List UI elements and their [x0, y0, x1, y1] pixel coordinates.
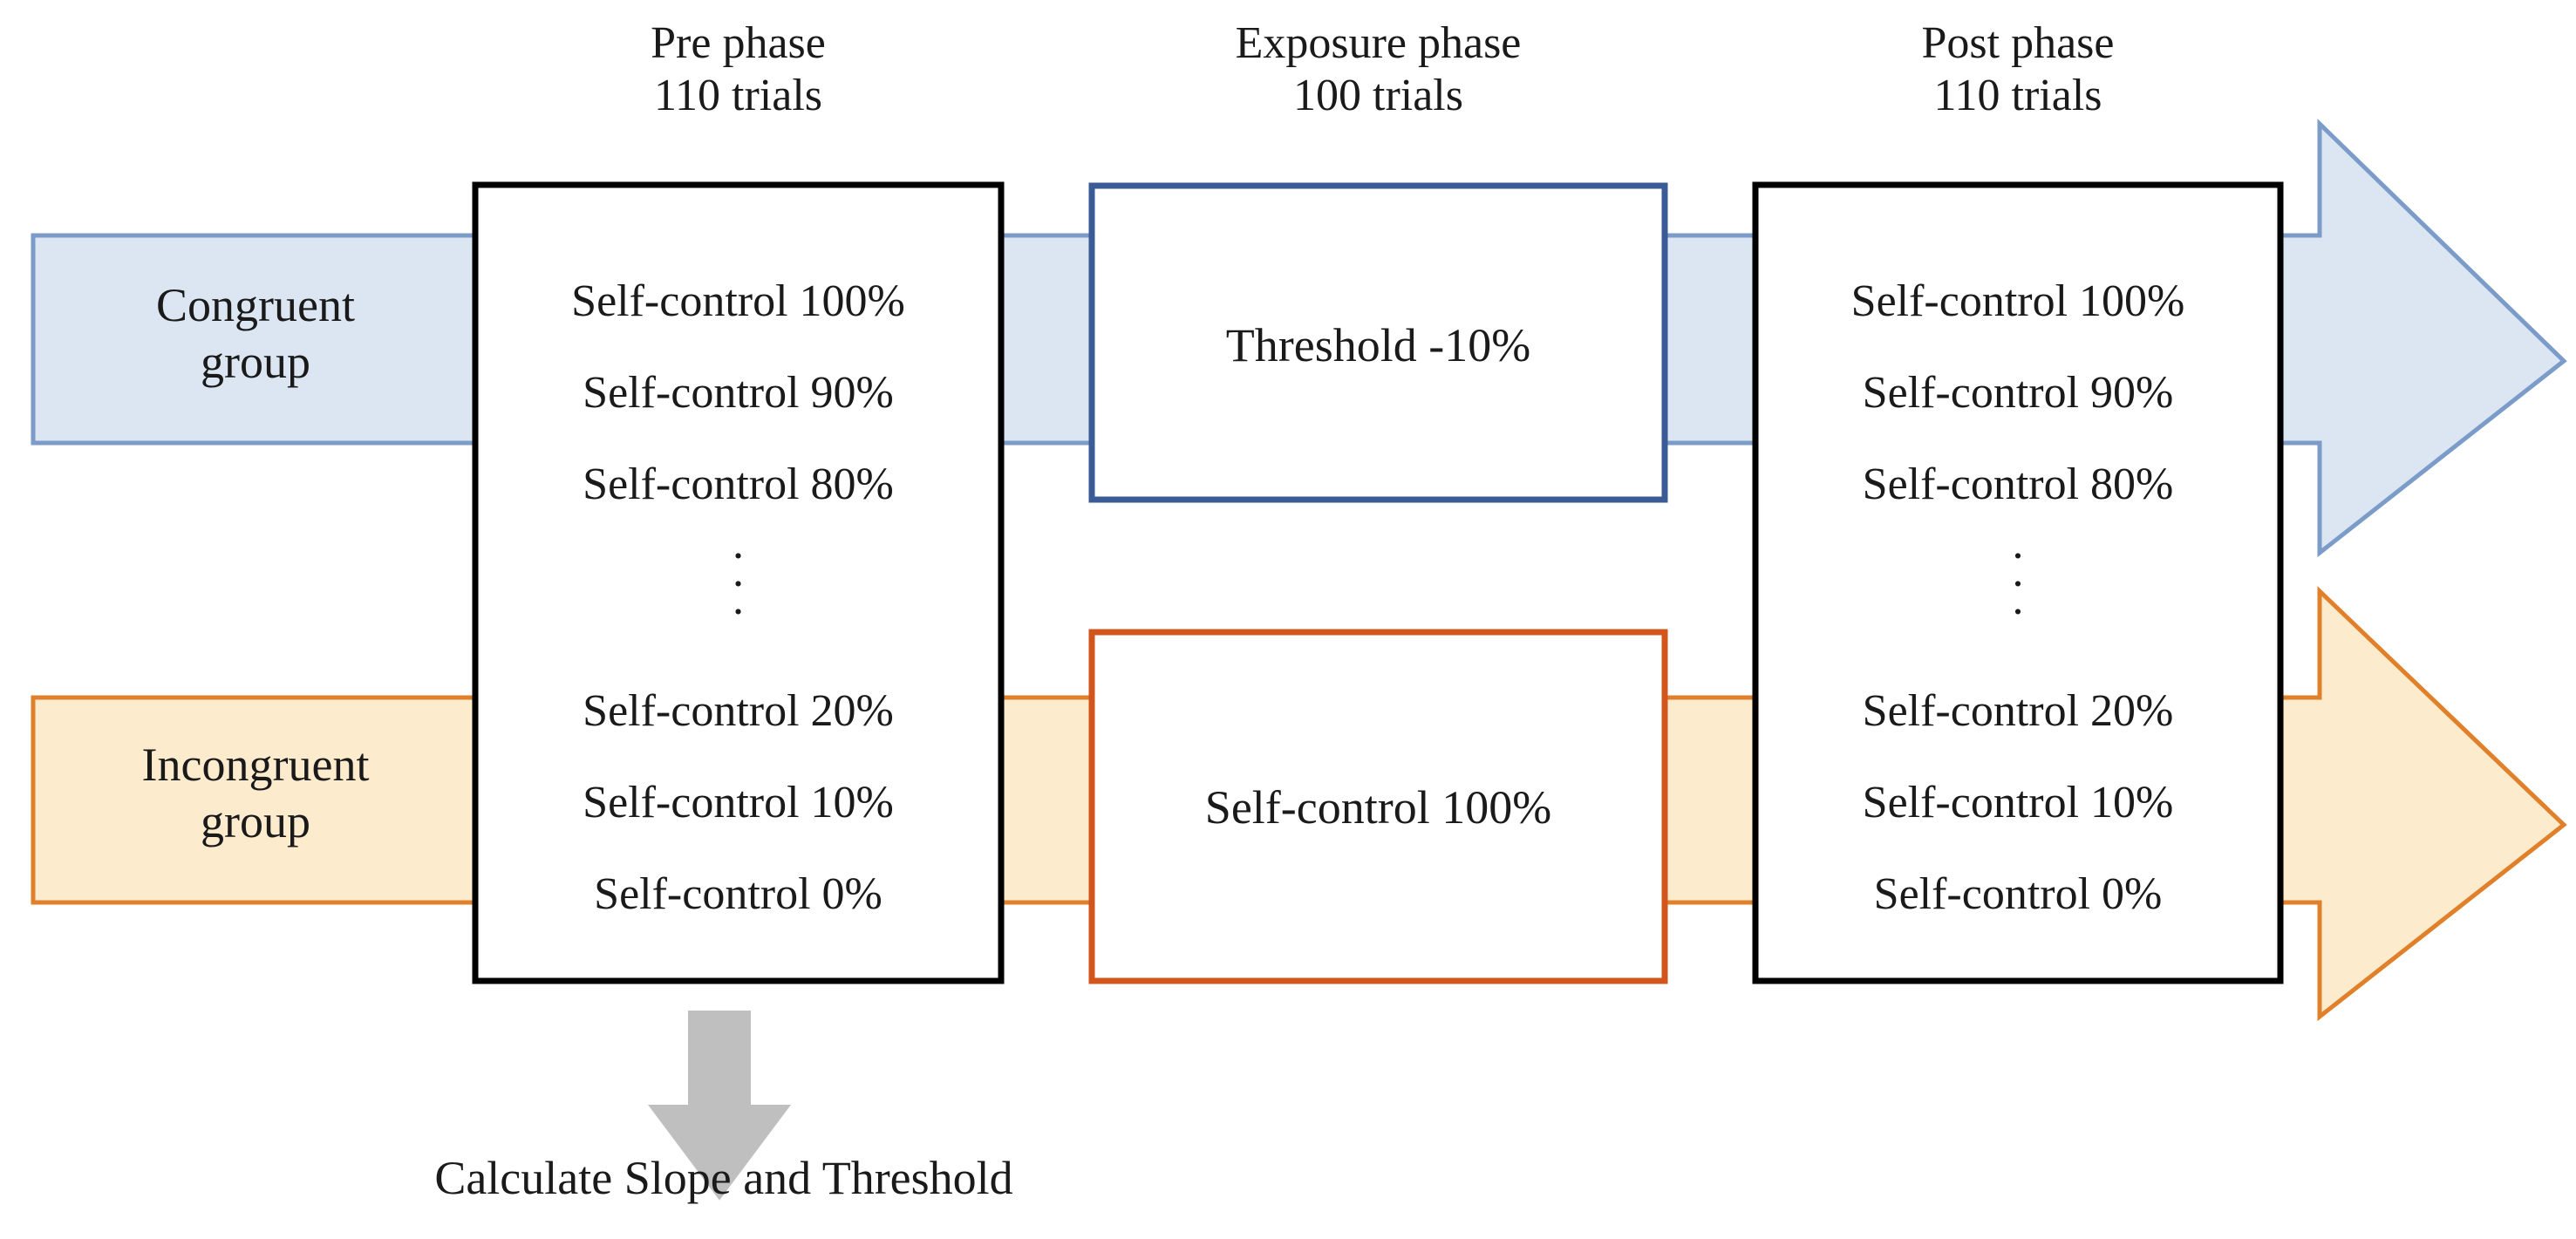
pre-list-item-1: Self-control 90% [583, 368, 894, 418]
post-ellipsis-dot-1: . [2012, 547, 2024, 597]
phase-header-pre-trials: 110 trials [653, 71, 823, 121]
post-list-item-2: Self-control 80% [1862, 460, 2174, 509]
group-label-congruent-line2: group [201, 335, 310, 388]
post-list-item-5: Self-control 0% [1873, 869, 2163, 919]
pre-ellipsis-dot-1: . [733, 547, 744, 597]
post-list-item-3: Self-control 20% [1862, 686, 2174, 736]
pre-list-item-0: Self-control 100% [571, 276, 905, 326]
pre-ellipsis-dot-2: . [733, 575, 744, 625]
phase-header-pre: Pre phase 110 trials [475, 17, 1001, 123]
group-label-congruent: Congruent group [33, 277, 478, 391]
exposure-box-congruent [1088, 182, 1668, 503]
post-ellipsis-dot-2: . [2012, 575, 2024, 625]
down-arrow-icon [648, 1011, 791, 1201]
congruent-group-plate [31, 233, 480, 446]
pre-list-item-5: Self-control 0% [594, 869, 883, 919]
pre-phase-box [472, 181, 1005, 984]
pre-ellipsis-dot-0: . [733, 519, 744, 568]
phase-header-pre-title: Pre phase [651, 18, 826, 68]
phase-header-exposure-trials: 100 trials [1293, 71, 1463, 121]
exposure-box-incongruent [1088, 629, 1668, 984]
phase-header-post-trials: 110 trials [1933, 71, 2102, 121]
post-list-item-0: Self-control 100% [1850, 276, 2185, 326]
group-label-congruent-line1: Congruent [156, 279, 355, 331]
exposure-text-incongruent: Self-control 100% [1204, 781, 1552, 834]
post-phase-box [1752, 181, 2284, 984]
phase-header-post: Post phase 110 trials [1755, 17, 2280, 123]
pre-list-item-4: Self-control 10% [583, 778, 894, 827]
pre-list-ellipsis: . . . [475, 519, 1001, 625]
phase-header-post-title: Post phase [1921, 18, 2115, 68]
post-list-item-4: Self-control 10% [1862, 778, 2174, 827]
post-ellipsis-dot-0: . [2012, 519, 2024, 568]
group-label-incongruent-line1: Incongruent [141, 739, 370, 791]
pre-list-item-2: Self-control 80% [583, 460, 894, 509]
phase-header-exposure-title: Exposure phase [1235, 18, 1522, 68]
group-label-incongruent: Incongruent group [33, 737, 478, 850]
group-label-incongruent-line2: group [201, 794, 310, 848]
post-list-ellipsis: . . . [1755, 519, 2280, 625]
post-list-item-1: Self-control 90% [1862, 368, 2174, 418]
outcome-caption: Calculate Slope and Threshold [434, 1152, 1013, 1204]
pre-list-item-3: Self-control 20% [583, 686, 894, 736]
exposure-text-congruent: Threshold -10% [1225, 319, 1531, 371]
phase-header-exposure: Exposure phase 100 trials [1092, 17, 1665, 123]
